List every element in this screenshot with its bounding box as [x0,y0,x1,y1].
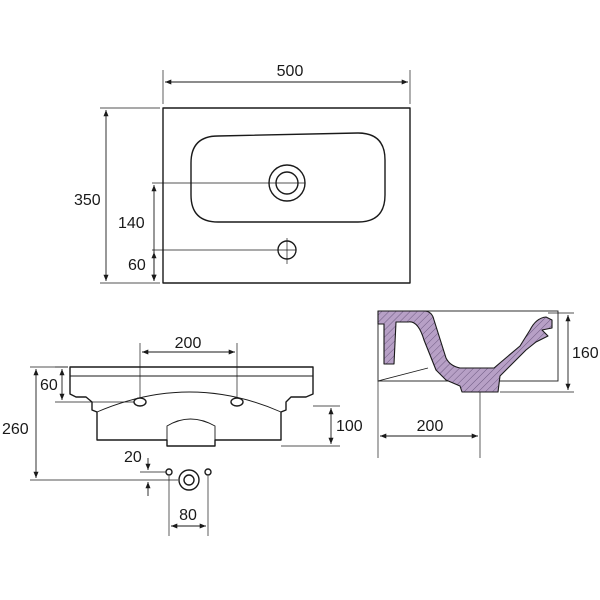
front-hole-left [133,397,147,407]
width-label: 500 [277,63,304,80]
bracket-spacing-label: 80 [179,507,197,524]
front-view: 200 60 260 100 20 80 [2,335,363,536]
top-view: 500 350 140 60 [74,63,411,284]
basin-bowl-outline [190,132,386,223]
top-view-outline [162,107,411,284]
tap-offset-label: 60 [128,257,146,274]
section-height-label: 160 [572,345,599,362]
front-outlet-neck [166,418,216,440]
bracket-hole-left [165,468,173,476]
total-label: 260 [2,421,29,438]
section-profile [377,310,553,393]
front-hole-right [230,397,244,407]
drain-offset-label: 140 [118,215,145,232]
rim-label: 60 [40,377,58,394]
section-depth-label: 200 [417,418,444,435]
front-view-outline [69,366,314,447]
outlet-label: 100 [336,418,363,435]
front-bowl-curve [96,391,282,413]
bracket-hole-right [204,468,212,476]
section-lower-body [377,367,429,382]
holes-spacing-label: 200 [175,335,202,352]
small-offset-label: 20 [124,449,142,466]
outlet-inner-ring [183,474,195,486]
depth-label: 350 [74,192,101,209]
outlet-outer-ring [178,469,200,491]
section-view: 160 200 [377,310,599,458]
